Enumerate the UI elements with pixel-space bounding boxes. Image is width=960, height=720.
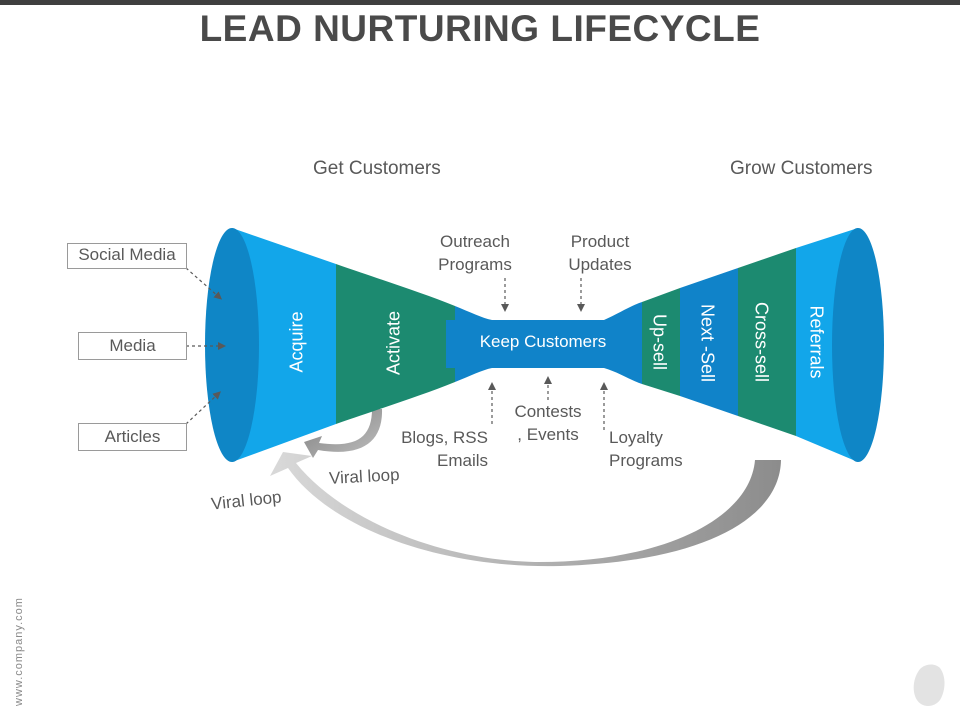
product-line-2: Updates: [568, 255, 632, 274]
nextsell-segment: [680, 268, 738, 416]
source-media: Media: [78, 332, 187, 360]
product-updates-label: Product Updates: [545, 230, 655, 276]
stage-activate: Activate: [383, 310, 404, 376]
logo-mark: [913, 664, 945, 706]
website-url: www.company.com: [13, 597, 25, 706]
left-funnel-rim: [205, 228, 259, 462]
contests-line-1: Contests: [514, 402, 582, 421]
loyalty-line-2: Programs: [609, 451, 683, 470]
articles-arrow: [185, 391, 221, 425]
contests-events-label: Contests , Events: [496, 400, 600, 446]
stage-crosssell: Cross-sell: [751, 301, 772, 383]
stage-nextsell: Next -Sell: [697, 303, 718, 383]
stage-upsell: Up-sell: [649, 313, 670, 371]
outreach-programs-label: Outreach Programs: [420, 230, 530, 276]
stage-acquire: Acquire: [286, 311, 307, 373]
source-articles: Articles: [78, 423, 187, 451]
large-viral-loop-arrow: [270, 452, 781, 567]
contests-line-2: , Events: [517, 425, 579, 444]
small-viral-loop-label: Viral loop: [328, 465, 401, 488]
product-line-1: Product: [570, 232, 630, 251]
top-border: [0, 0, 960, 5]
blogs-line-2: Emails: [436, 451, 488, 470]
upsell-segment: [642, 288, 680, 396]
right-neck-segment: [604, 302, 642, 384]
acquire-segment: [232, 228, 336, 462]
outreach-line-2: Programs: [438, 255, 512, 274]
stage-keep-customers: Keep Customers: [479, 332, 607, 351]
loyalty-programs-label: Loyalty Programs: [609, 426, 719, 472]
loyalty-line-1: Loyalty: [609, 428, 663, 447]
section-grow-customers: Grow Customers: [730, 158, 873, 179]
source-social-media: Social Media: [67, 243, 187, 269]
crosssell-segment: [738, 248, 796, 436]
activate-segment: [336, 264, 455, 424]
blogs-line-1: Blogs, RSS: [401, 428, 488, 447]
blogs-rss-label: Blogs, RSS Emails: [378, 426, 488, 472]
outreach-line-1: Outreach: [440, 232, 510, 251]
stage-referrals: Referrals: [806, 305, 827, 379]
right-funnel-rim: [832, 228, 884, 462]
keep-customers-band: [446, 320, 642, 368]
page-title: LEAD NURTURING LIFECYCLE: [199, 8, 761, 49]
social-media-arrow: [185, 267, 223, 300]
small-viral-loop-arrow: [304, 409, 383, 458]
section-get-customers: Get Customers: [313, 158, 441, 179]
